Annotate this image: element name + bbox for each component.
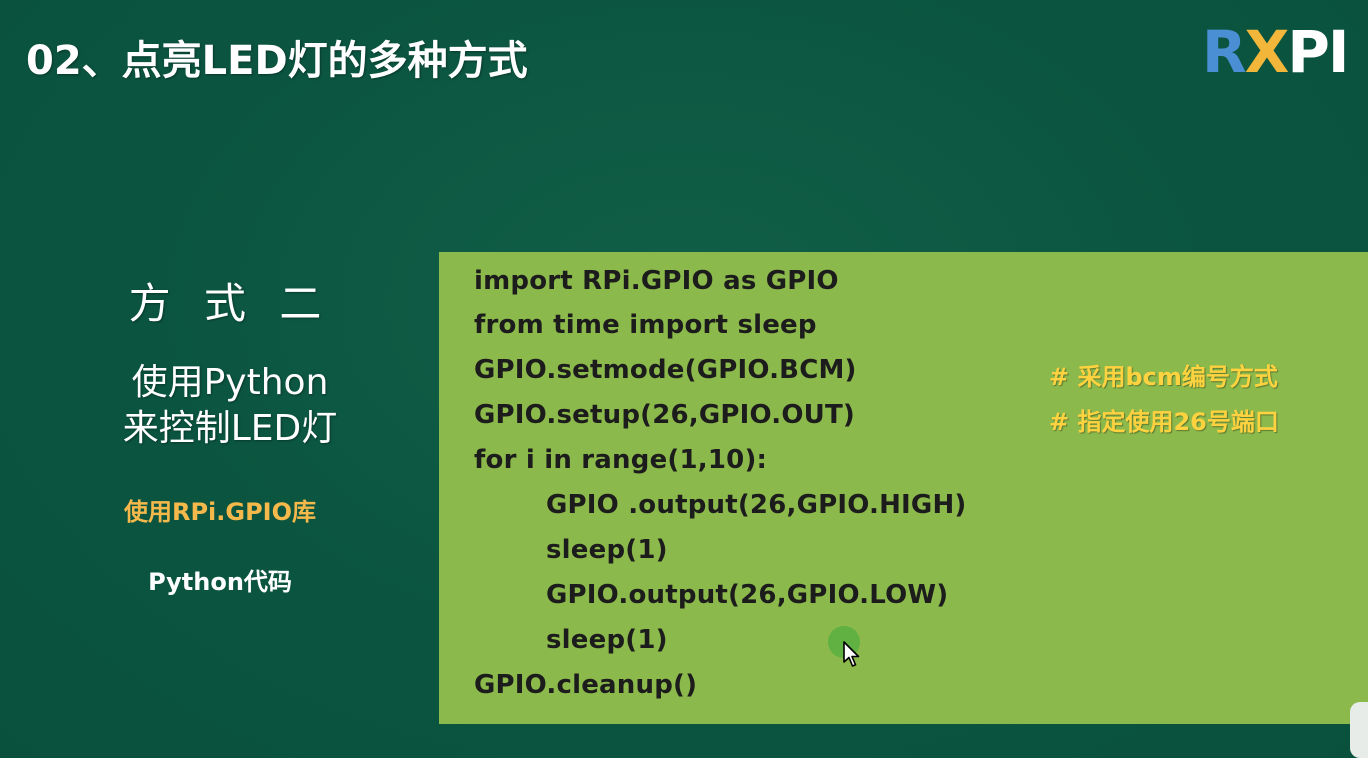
code-line-2: from time import sleep [474, 310, 817, 340]
code-line-1: import RPi.GPIO as GPIO [474, 266, 839, 296]
code-panel: import RPi.GPIO as GPIO from time import… [439, 252, 1368, 724]
logo-letters-pi: PI [1287, 18, 1349, 86]
logo-letter-x: X [1244, 18, 1290, 86]
library-label: 使用RPi.GPIO库 [123, 498, 317, 526]
code-line-8: GPIO.output(26,GPIO.LOW) [546, 580, 949, 610]
mouse-pointer-icon [843, 641, 860, 667]
code-line-5: for i in range(1,10): [474, 445, 768, 475]
code-line-4: GPIO.setup(26,GPIO.OUT) [474, 400, 855, 430]
code-comment-2: # 指定使用26号端口 [1049, 408, 1279, 436]
method-label: 方 式 二 [128, 279, 332, 328]
code-comment-1: # 采用bcm编号方式 [1049, 363, 1278, 391]
code-line-6: GPIO .output(26,GPIO.HIGH) [546, 490, 967, 520]
side-handle[interactable] [1350, 702, 1368, 758]
slide-title: 02、点亮LED灯的多种方式 [26, 38, 528, 84]
code-line-3: GPIO.setmode(GPIO.BCM) [474, 355, 857, 385]
logo-letter-r: R [1202, 18, 1247, 86]
code-line-9: sleep(1) [546, 625, 668, 655]
description-line-2: 来控制LED灯 [122, 408, 338, 449]
method-description: 使用Python 来控制LED灯 [60, 360, 400, 452]
description-line-1: 使用Python [131, 362, 329, 403]
python-code-label: Python代码 [148, 568, 292, 596]
code-line-7: sleep(1) [546, 535, 668, 565]
code-line-10: GPIO.cleanup() [474, 670, 698, 700]
